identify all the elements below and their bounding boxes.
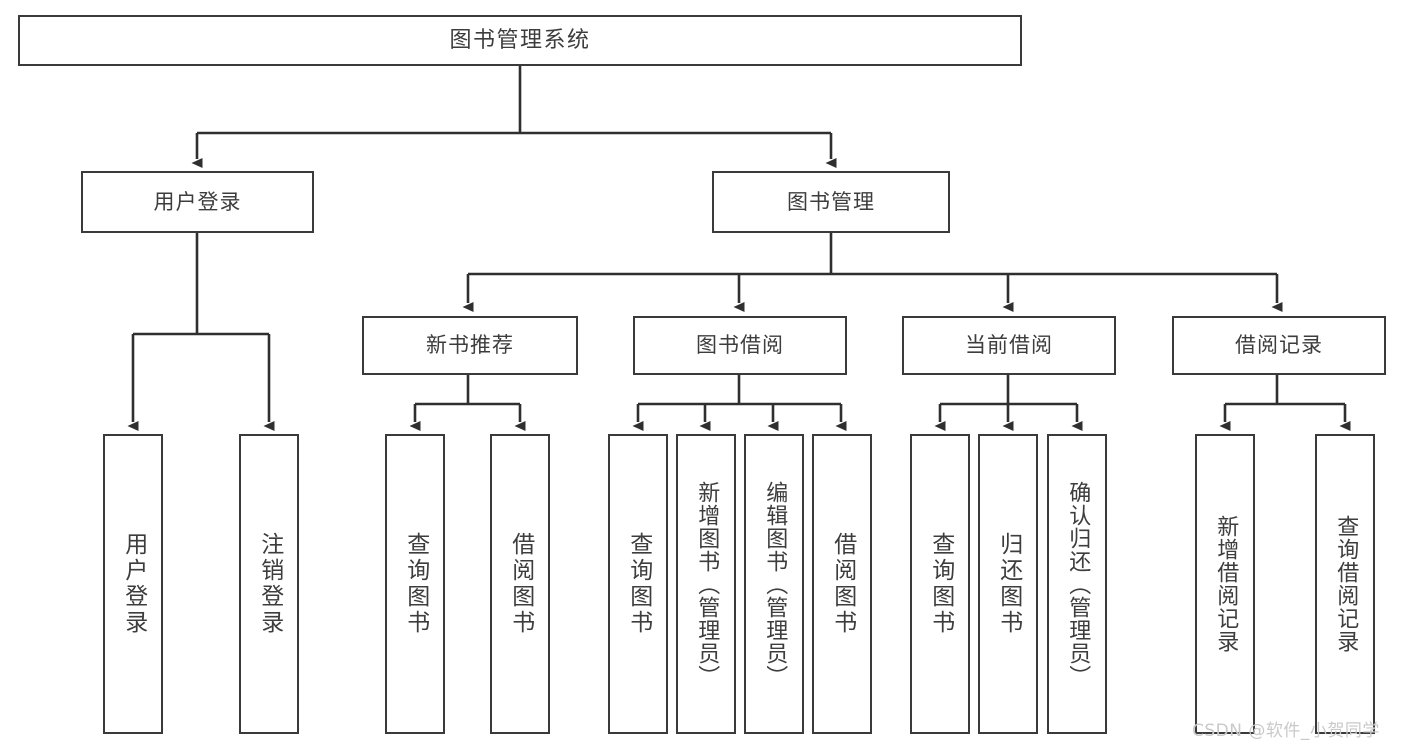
node-book-borrowing[interactable]: 图书借阅 <box>633 316 847 375</box>
leaf-add-book-admin[interactable]: 新增图书（管理员） <box>676 434 736 734</box>
leaf-query-book-current[interactable]: 查询图书 <box>910 434 970 734</box>
leaf-query-borrow-record[interactable]: 查询借阅记录 <box>1315 434 1375 734</box>
node-label: 借阅图书 <box>829 532 856 636</box>
node-current-borrowing[interactable]: 当前借阅 <box>902 316 1116 375</box>
node-label: 查询借阅记录 <box>1333 515 1359 653</box>
node-label: 编辑图书（管理员） <box>762 480 788 688</box>
node-label: 借阅记录 <box>1235 333 1323 358</box>
node-label: 用户登录 <box>120 532 147 636</box>
node-label: 新增图书（管理员） <box>694 480 720 688</box>
node-label: 图书管理系统 <box>449 27 591 53</box>
node-label: 图书借阅 <box>696 333 784 358</box>
node-label: 归还图书 <box>995 532 1022 636</box>
leaf-return-book[interactable]: 归还图书 <box>978 434 1038 734</box>
node-label: 用户登录 <box>153 189 242 214</box>
leaf-query-book-recommendation[interactable]: 查询图书 <box>385 434 445 734</box>
node-new-book-recommendation[interactable]: 新书推荐 <box>362 316 578 375</box>
leaf-add-borrow-record[interactable]: 新增借阅记录 <box>1195 434 1255 734</box>
node-label: 新增借阅记录 <box>1213 515 1239 653</box>
leaf-borrow-book-recommendation[interactable]: 借阅图书 <box>490 434 550 734</box>
watermark-text: CSDN @软件_小贺同学 <box>1192 721 1380 741</box>
node-label: 新书推荐 <box>426 333 514 358</box>
leaf-confirm-return-admin[interactable]: 确认归还（管理员） <box>1047 434 1107 734</box>
node-label: 借阅图书 <box>507 532 534 636</box>
node-label: 查询图书 <box>625 532 652 636</box>
leaf-user-login[interactable]: 用户登录 <box>103 434 163 734</box>
node-book-management[interactable]: 图书管理 <box>712 171 950 233</box>
node-label: 注销登录 <box>256 532 283 636</box>
node-label: 确认归还（管理员） <box>1065 480 1091 688</box>
node-borrowing-records[interactable]: 借阅记录 <box>1172 316 1386 375</box>
node-label: 查询图书 <box>402 532 429 636</box>
leaf-edit-book-admin[interactable]: 编辑图书（管理员） <box>744 434 804 734</box>
node-root-book-management-system[interactable]: 图书管理系统 <box>18 15 1022 66</box>
leaf-logout[interactable]: 注销登录 <box>239 434 299 734</box>
leaf-borrow-book[interactable]: 借阅图书 <box>812 434 872 734</box>
node-label: 当前借阅 <box>965 333 1053 358</box>
node-label: 查询图书 <box>927 532 954 636</box>
node-label: 图书管理 <box>787 189 875 214</box>
node-user-login[interactable]: 用户登录 <box>81 171 314 233</box>
leaf-query-book-borrow[interactable]: 查询图书 <box>608 434 668 734</box>
